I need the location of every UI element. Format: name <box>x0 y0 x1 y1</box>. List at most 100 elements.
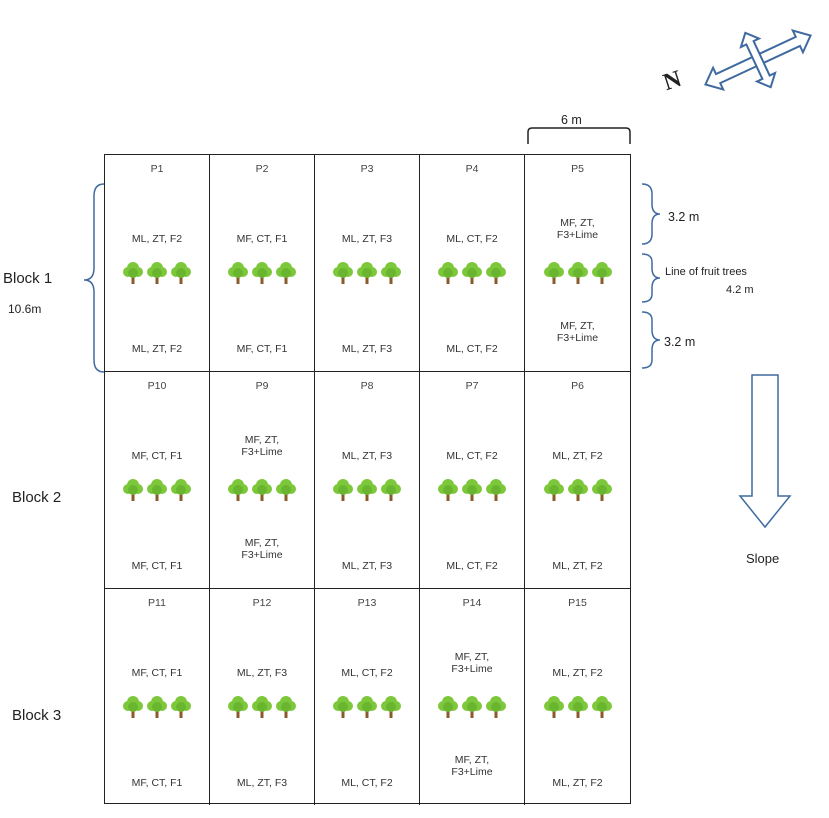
fruit-tree-icon <box>147 696 167 718</box>
treatment-lower: MF, CT, F1 <box>236 343 288 355</box>
tree-line-label: Line of fruit trees <box>665 266 747 278</box>
treatment-lower: ML, CT, F2 <box>446 560 498 572</box>
fruit-tree-icon <box>276 479 296 501</box>
treatment-upper: ML, CT, F2 <box>446 450 498 462</box>
fruit-tree-icon <box>333 262 353 284</box>
fruit-tree-row <box>525 478 630 502</box>
treatment-upper: MF, CT, F1 <box>131 450 183 462</box>
fruit-tree-icon <box>462 262 482 284</box>
treatment-upper: MF, ZT, F3+Lime <box>241 434 283 458</box>
treatment-lower: ML, ZT, F3 <box>341 343 393 355</box>
treatment-upper: MF, ZT, F3+Lime <box>556 217 599 241</box>
treatment-lower: ML, CT, F2 <box>341 777 393 789</box>
plot-id: P1 <box>150 163 164 175</box>
plot-id: P15 <box>568 597 587 609</box>
treatment-upper: ML, ZT, F3 <box>236 667 288 679</box>
fruit-tree-icon <box>228 262 248 284</box>
fruit-tree-icon <box>147 262 167 284</box>
treatment-lower: ML, ZT, F2 <box>552 777 603 789</box>
block-3-label: Block 3 <box>12 707 62 724</box>
fruit-tree-icon <box>333 479 353 501</box>
plot-id: P8 <box>360 380 374 392</box>
fruit-tree-row <box>105 478 209 502</box>
treatment-lower: ML, CT, F2 <box>446 343 498 355</box>
fruit-tree-icon <box>438 262 458 284</box>
plot-id: P9 <box>255 380 269 392</box>
fruit-tree-row <box>210 478 314 502</box>
treatment-upper: MF, ZT, F3+Lime <box>451 651 493 675</box>
fruit-tree-icon <box>543 479 564 501</box>
block-1-label: Block 1 <box>3 270 53 287</box>
fruit-tree-row <box>420 695 524 719</box>
plot-id: P12 <box>252 597 272 609</box>
treatment-lower: MF, CT, F1 <box>131 560 183 572</box>
plot-id: P3 <box>360 163 374 175</box>
fruit-tree-icon <box>123 479 143 501</box>
fruit-tree-icon <box>228 479 248 501</box>
fruit-tree-row <box>315 695 419 719</box>
treatment-upper: MF, CT, F1 <box>131 667 183 679</box>
fruit-tree-icon <box>567 479 588 501</box>
fruit-tree-icon <box>171 696 191 718</box>
fruit-tree-icon <box>381 696 401 718</box>
fruit-tree-row <box>315 261 419 285</box>
fruit-tree-icon <box>591 262 612 284</box>
treatment-upper: ML, ZT, F2 <box>552 667 603 679</box>
fruit-tree-icon <box>333 696 353 718</box>
fruit-tree-icon <box>276 696 296 718</box>
fruit-tree-row <box>105 261 209 285</box>
plot-id: P13 <box>357 597 377 609</box>
treatment-upper: MF, CT, F1 <box>236 233 288 245</box>
fruit-tree-icon <box>123 262 143 284</box>
treatment-lower: ML, ZT, F3 <box>341 560 393 572</box>
fruit-tree-icon <box>591 696 612 718</box>
fruit-tree-icon <box>486 479 506 501</box>
treatment-upper: ML, ZT, F3 <box>341 233 393 245</box>
treatment-upper: ML, ZT, F2 <box>552 450 603 462</box>
fruit-tree-icon <box>462 696 482 718</box>
fruit-tree-icon <box>252 696 272 718</box>
plot-id: P5 <box>571 163 584 175</box>
treatment-lower: MF, ZT, F3+Lime <box>241 537 283 561</box>
row-a-label: 3.2 m <box>668 210 700 224</box>
block-2-label: Block 2 <box>12 489 62 506</box>
fruit-tree-icon <box>543 696 564 718</box>
fruit-tree-row <box>420 261 524 285</box>
fruit-tree-row <box>210 695 314 719</box>
fruit-tree-icon <box>438 479 458 501</box>
fruit-tree-icon <box>462 479 482 501</box>
fruit-tree-icon <box>252 479 272 501</box>
fruit-tree-icon <box>438 696 458 718</box>
fruit-tree-row <box>315 478 419 502</box>
plot-id: P11 <box>148 597 166 609</box>
fruit-tree-icon <box>252 262 272 284</box>
fruit-tree-row <box>525 695 630 719</box>
fruit-tree-icon <box>228 696 248 718</box>
fruit-tree-icon <box>567 262 588 284</box>
fruit-tree-row <box>105 695 209 719</box>
treatment-lower: ML, ZT, F2 <box>131 343 183 355</box>
fruit-tree-row <box>525 261 630 285</box>
treatment-upper: ML, ZT, F2 <box>131 233 183 245</box>
treatment-upper: ML, ZT, F3 <box>341 450 393 462</box>
fruit-tree-icon <box>171 479 191 501</box>
fruit-tree-icon <box>123 696 143 718</box>
plot-id: P6 <box>571 380 584 392</box>
plot-id: P2 <box>255 163 269 175</box>
